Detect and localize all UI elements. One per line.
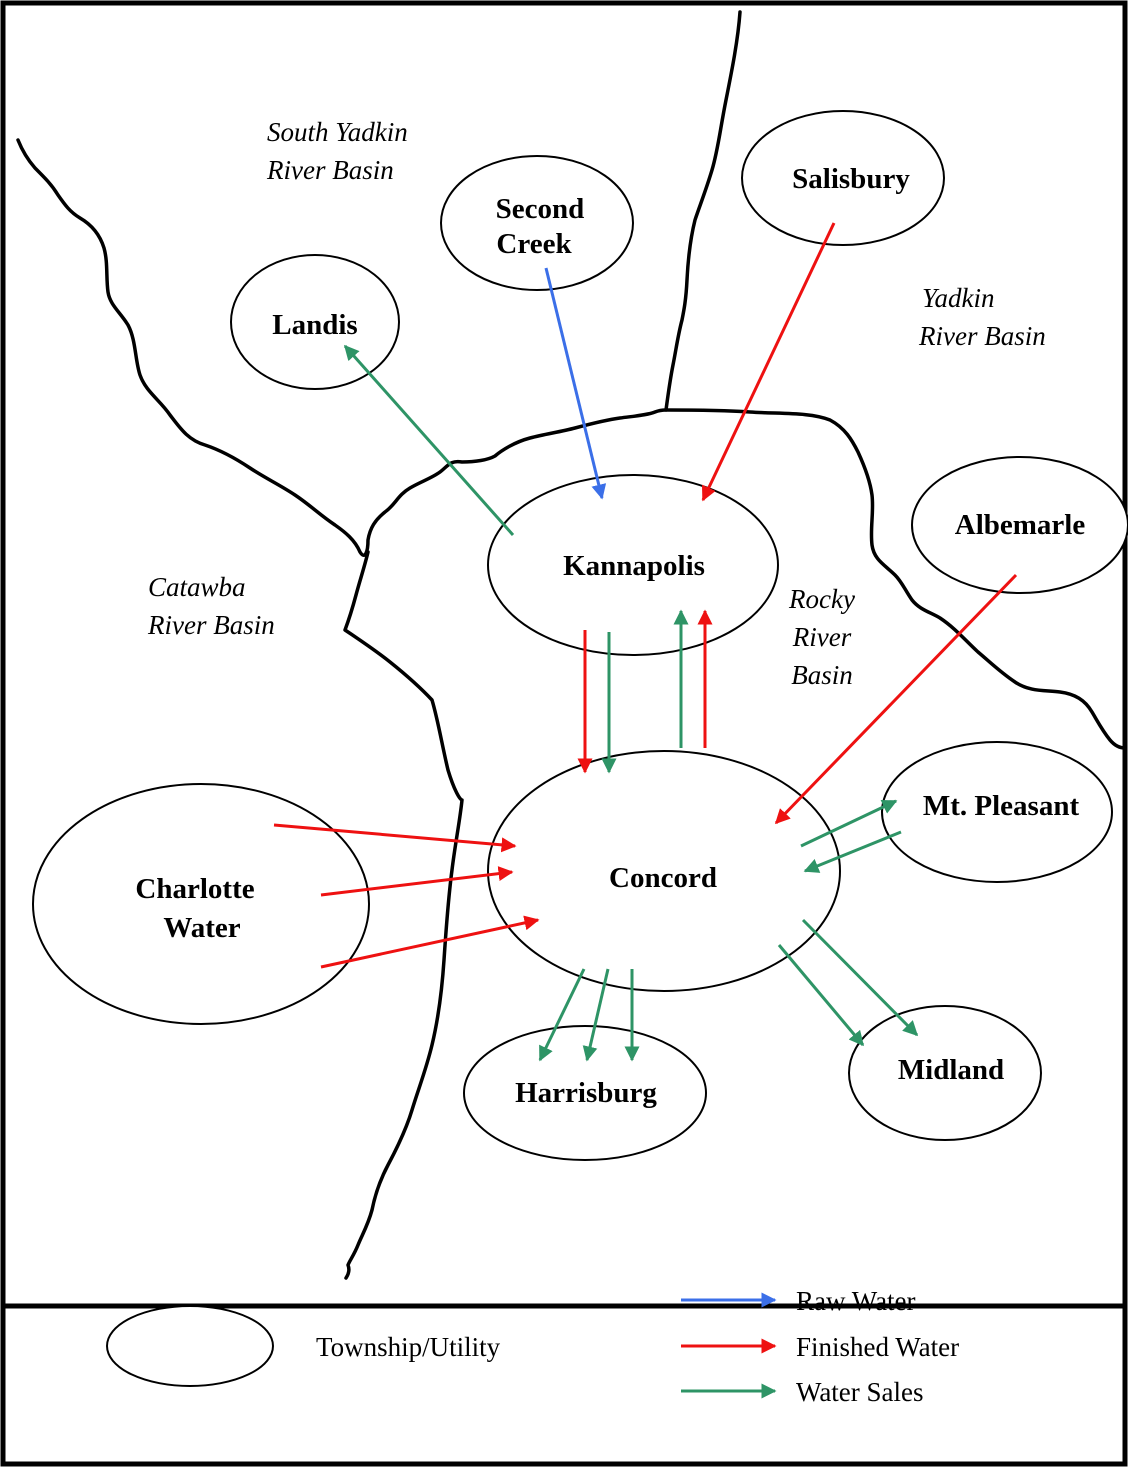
- legend-label-raw-water: Raw Water: [796, 1286, 916, 1316]
- legend-township-symbol: [106, 1305, 274, 1387]
- region-label-yadkin: Yadkin: [922, 283, 995, 313]
- region-label-south-yadkin: River Basin: [266, 155, 394, 185]
- boundary-catawba-line: [343, 550, 464, 1280]
- node-label: Mt. Pleasant: [923, 790, 1080, 822]
- node-mt-pleasant[interactable]: Mt. Pleasant: [881, 741, 1113, 883]
- node-label: Second: [496, 193, 585, 225]
- finished-water-arrow: [774, 573, 1018, 825]
- region-label-rocky: Basin: [791, 660, 853, 690]
- node-label: Albemarle: [955, 509, 1086, 541]
- node-midland[interactable]: Midland: [848, 1005, 1042, 1141]
- node-concord[interactable]: Concord: [487, 750, 841, 992]
- finished-water-arrow: [320, 915, 540, 969]
- water-sales-arrow: [582, 968, 610, 1062]
- water-sales-arrow: [777, 944, 865, 1047]
- region-label-catawba: Catawba: [148, 572, 246, 602]
- water-sales-arrow: [801, 918, 919, 1037]
- node-label: Charlotte: [135, 873, 254, 905]
- node-label: Harrisburg: [515, 1077, 657, 1109]
- water-sales-arrow: [800, 799, 898, 848]
- node-label: Kannapolis: [563, 550, 705, 582]
- node-label: Midland: [898, 1054, 1004, 1086]
- region-label-rocky: Rocky: [788, 584, 855, 614]
- node-landis[interactable]: Landis: [230, 254, 400, 390]
- node-label: Creek: [496, 228, 572, 260]
- region-label-catawba: River Basin: [147, 610, 275, 640]
- node-label: Water: [163, 912, 240, 944]
- region-label-south-yadkin: South Yadkin: [267, 117, 408, 147]
- finished-water-arrow: [320, 866, 514, 897]
- water-sales-arrow: [538, 968, 586, 1062]
- region-label-rocky: River: [792, 622, 852, 652]
- node-label: Salisbury: [792, 163, 910, 195]
- finished-water-arrow: [273, 823, 517, 853]
- node-salisbury[interactable]: Salisbury: [741, 110, 945, 246]
- legend: Township/Utility Raw Water Finished Wate…: [106, 1286, 959, 1407]
- legend-label-finished-water: Finished Water: [796, 1332, 959, 1362]
- raw-water-arrow: [544, 267, 607, 500]
- legend-label-water-sales: Water Sales: [796, 1377, 924, 1407]
- node-harrisburg[interactable]: Harrisburg: [463, 1025, 707, 1161]
- water-sales-arrow: [343, 344, 515, 536]
- boundary-central-ridge: [16, 138, 1127, 750]
- node-label: Landis: [272, 309, 357, 341]
- node-albemarle[interactable]: Albemarle: [911, 456, 1128, 594]
- node-label: Concord: [609, 862, 717, 894]
- region-label-yadkin: River Basin: [918, 321, 1046, 351]
- finished-water-arrow: [701, 222, 836, 502]
- boundary-yadkin-line: [664, 10, 742, 412]
- water-sales-arrow: [803, 830, 902, 873]
- node-charlotte-water[interactable]: Charlotte Water: [32, 783, 370, 1025]
- node-second-creek[interactable]: Second Creek: [440, 155, 634, 291]
- node-kannapolis[interactable]: Kannapolis: [487, 474, 779, 656]
- legend-label-township: Township/Utility: [316, 1332, 501, 1362]
